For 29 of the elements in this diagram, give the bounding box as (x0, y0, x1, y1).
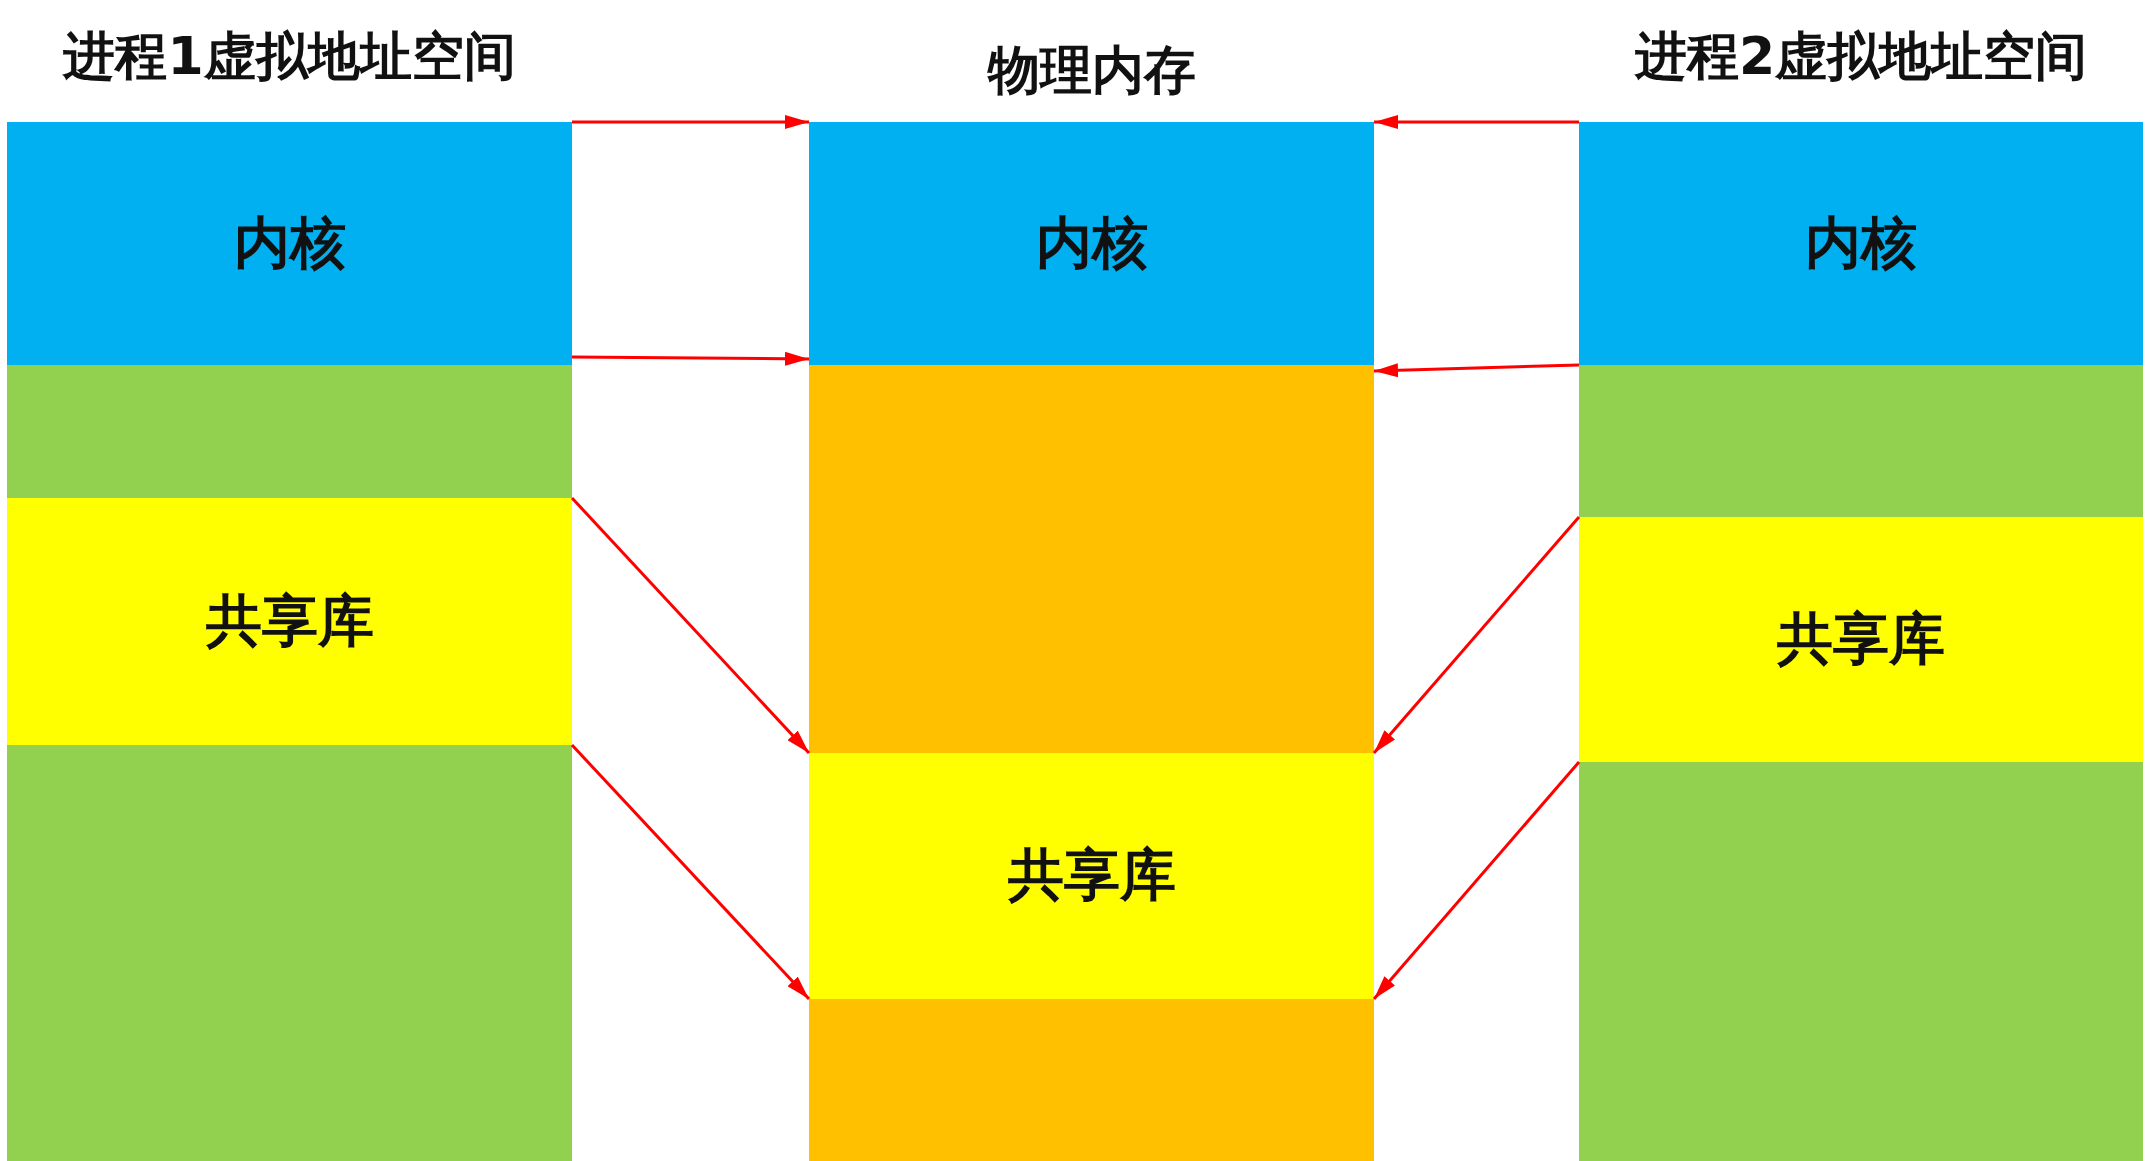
kernel-segment (7, 122, 572, 365)
column-heading: 物理内存 (986, 39, 1197, 102)
segment-label: 共享库 (1777, 604, 1945, 673)
shared-library-segment (809, 753, 1374, 999)
kernel-segment (809, 122, 1374, 365)
kernel-segment (1579, 122, 2143, 365)
arrow (570, 743, 811, 1001)
arrow (1373, 363, 1580, 378)
column-heading: 进程1虚拟地址空间 (61, 25, 517, 88)
arrow (570, 496, 811, 755)
arrow (572, 115, 809, 129)
segment-label: 内核 (1035, 208, 1148, 277)
memory-block (1579, 762, 2143, 1161)
shared-library-segment (7, 498, 572, 745)
memory-block (7, 365, 572, 498)
segment-label: 共享库 (205, 586, 374, 655)
arrow (1372, 761, 1581, 1000)
memory-block (809, 999, 1374, 1161)
column-heading: 进程2虚拟地址空间 (1633, 25, 2089, 88)
segment-label: 内核 (233, 208, 346, 277)
arrow (572, 351, 809, 366)
memory-block (1579, 365, 2143, 517)
shared-library-segment (1579, 517, 2143, 762)
segment-label: 内核 (1805, 208, 1917, 277)
memory-block (7, 745, 572, 1161)
arrow (1374, 115, 1579, 129)
arrow (1372, 516, 1581, 754)
segment-label: 共享库 (1007, 841, 1176, 909)
memory-block (809, 365, 1374, 753)
